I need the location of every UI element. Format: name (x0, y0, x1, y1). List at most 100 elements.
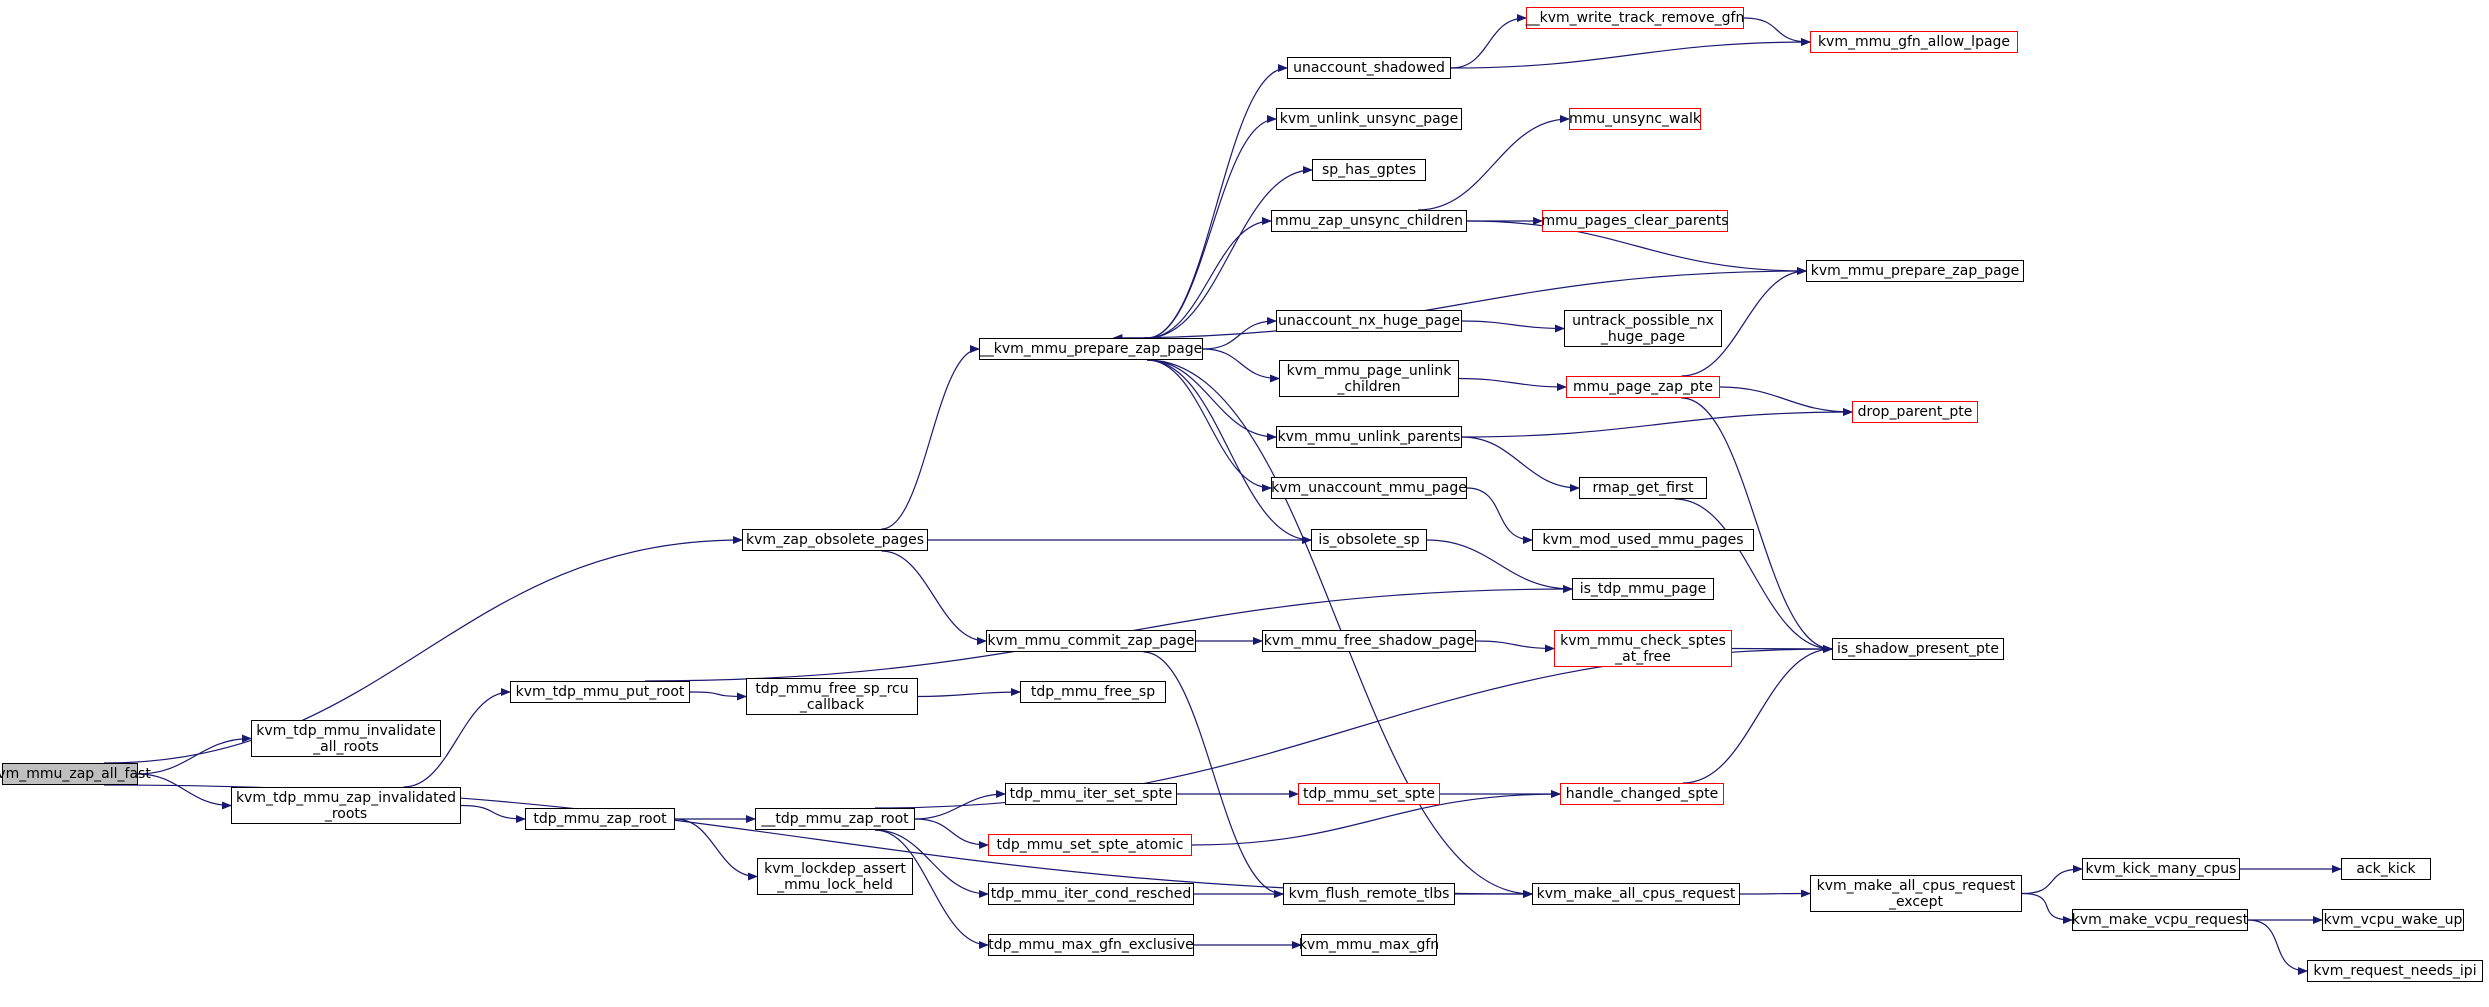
function-node-label: kvm_mmu_check_sptes _at_free (1560, 632, 1726, 665)
function-node-kvm_mmu_free_shadow_page[interactable]: kvm_mmu_free_shadow_page (1262, 630, 1476, 652)
call-edge-__kvm_mmu_prepare_zap_page-to-kvm_make_all_cpus_request (1146, 359, 1533, 898)
function-node-label: tdp_mmu_set_spte_atomic (996, 837, 1184, 853)
function-node-label: kvm_zap_obsolete_pages (745, 532, 925, 548)
function-node-label: tdp_mmu_max_gfn_exclusive (988, 937, 1194, 953)
function-node-label: kvm_tdp_mmu_zap_invalidated _roots (235, 789, 457, 822)
call-edge-mmu_zap_unsync_children-to-kvm_mmu_prepare_zap_page (1466, 220, 1807, 275)
function-node-mmu_zap_unsync_children[interactable]: mmu_zap_unsync_children (1271, 210, 1467, 232)
call-edge-__tdp_mmu_zap_root-to-tdp_mmu_iter_set_spte (914, 790, 1006, 820)
function-node-label: is_tdp_mmu_page (1579, 581, 1707, 597)
function-node-kvm_unlink_unsync_page[interactable]: kvm_unlink_unsync_page (1276, 108, 1462, 130)
call-edge-__kvm_mmu_prepare_zap_page-to-kvm_unlink_unsync_page (1146, 115, 1277, 339)
function-node-__tdp_mmu_zap_root[interactable]: __tdp_mmu_zap_root (755, 808, 915, 830)
call-edge-tdp_mmu_set_spte_atomic-to-handle_changed_spte (1191, 790, 1561, 846)
function-node-tdp_mmu_zap_root[interactable]: tdp_mmu_zap_root (525, 808, 675, 830)
function-node-label: kvm_flush_remote_tlbs (1288, 886, 1450, 902)
function-node-kvm_mmu_max_gfn[interactable]: kvm_mmu_max_gfn (1298, 934, 1440, 956)
function-node-is_shadow_present_pte[interactable]: is_shadow_present_pte (1832, 638, 2004, 660)
function-node-kvm_mmu_unlink_parents[interactable]: kvm_mmu_unlink_parents (1276, 426, 1462, 448)
function-node-kvm_mmu_gfn_allow_lpage[interactable]: kvm_mmu_gfn_allow_lpage (1810, 31, 2018, 53)
function-node-is_obsolete_sp[interactable]: is_obsolete_sp (1311, 529, 1427, 551)
function-node-label: tdp_mmu_set_spte (1302, 786, 1436, 802)
function-node-kvm_mmu_commit_zap_page[interactable]: kvm_mmu_commit_zap_page (986, 630, 1196, 652)
call-edge-is_obsolete_sp-to-is_tdp_mmu_page (1426, 539, 1573, 593)
function-node-label: kvm_mmu_page_unlink _children (1286, 362, 1452, 395)
function-node-label: kvm_make_all_cpus_request (1536, 886, 1736, 902)
function-node-kvm_lockdep_assert_mmu_lock_held[interactable]: kvm_lockdep_assert _mmu_lock_held (757, 858, 913, 895)
function-node-__kvm_write_track_remove_gfn[interactable]: __kvm_write_track_remove_gfn (1526, 7, 1744, 29)
function-node-label: tdp_mmu_zap_root (533, 811, 667, 827)
function-node-tdp_mmu_free_sp_rcu_callback[interactable]: tdp_mmu_free_sp_rcu _callback (746, 678, 918, 715)
function-node-label: mmu_zap_unsync_children (1274, 213, 1464, 229)
function-node-kvm_flush_remote_tlbs[interactable]: kvm_flush_remote_tlbs (1283, 883, 1455, 905)
call-edge-__kvm_mmu_prepare_zap_page-to-kvm_unaccount_mmu_page (1146, 359, 1272, 492)
function-node-kvm_zap_obsolete_pages[interactable]: kvm_zap_obsolete_pages (742, 529, 928, 551)
function-node-kvm_mmu_page_unlink_children[interactable]: kvm_mmu_page_unlink _children (1279, 360, 1459, 397)
call-edge-tdp_mmu_zap_root-to-kvm_lockdep_assert_mmu_lock_held (674, 818, 758, 881)
function-node-label: is_shadow_present_pte (1836, 641, 2000, 657)
function-node-kvm_kick_many_cpus[interactable]: kvm_kick_many_cpus (2082, 858, 2240, 880)
function-node-drop_parent_pte[interactable]: drop_parent_pte (1852, 401, 1978, 423)
call-edge-kvm_tdp_mmu_zap_invalidated_roots-to-kvm_tdp_mmu_put_root (403, 688, 511, 788)
function-node-label: kvm_mmu_gfn_allow_lpage (1817, 34, 2011, 50)
function-node-label: rmap_get_first (1592, 480, 1694, 496)
call-edge-__kvm_mmu_prepare_zap_page-to-is_obsolete_sp (1146, 359, 1312, 544)
function-node-handle_changed_spte[interactable]: handle_changed_spte (1560, 783, 1724, 805)
function-node-kvm_vcpu_wake_up[interactable]: kvm_vcpu_wake_up (2322, 909, 2464, 931)
call-edge-__kvm_mmu_prepare_zap_page-to-unaccount_shadowed (1146, 64, 1288, 339)
function-node-mmu_page_zap_pte[interactable]: mmu_page_zap_pte (1566, 376, 1720, 398)
call-edge-kvm_mmu_check_sptes_at_free-to-is_shadow_present_pte (1731, 644, 1833, 653)
function-node-kvm_mmu_prepare_zap_page[interactable]: kvm_mmu_prepare_zap_page (1806, 260, 2024, 282)
function-node-rmap_get_first[interactable]: rmap_get_first (1579, 477, 1707, 499)
function-node-label: __kvm_write_track_remove_gfn (1525, 10, 1745, 26)
function-node-kvm_unaccount_mmu_page[interactable]: kvm_unaccount_mmu_page (1271, 477, 1467, 499)
function-node-sp_has_gptes[interactable]: sp_has_gptes (1312, 159, 1426, 181)
function-node-tdp_mmu_iter_cond_resched[interactable]: tdp_mmu_iter_cond_resched (988, 883, 1194, 905)
function-node-kvm_tdp_mmu_put_root[interactable]: kvm_tdp_mmu_put_root (510, 681, 690, 703)
call-edge-__tdp_mmu_zap_root-to-tdp_mmu_set_spte_atomic (914, 818, 989, 849)
function-node-kvm_tdp_mmu_invalidate_all_roots[interactable]: kvm_tdp_mmu_invalidate _all_roots (251, 720, 441, 757)
function-node-mmu_unsync_walk[interactable]: mmu_unsync_walk (1569, 108, 1701, 130)
call-edge-kvm_mmu_free_shadow_page-to-kvm_mmu_check_sptes_at_free (1475, 640, 1555, 653)
call-edge-kvm_make_all_cpus_request_except-to-kvm_kick_many_cpus (2021, 865, 2083, 895)
function-node-label: kvm_mmu_commit_zap_page (987, 633, 1195, 649)
call-edge-mmu_page_zap_pte-to-kvm_mmu_prepare_zap_page (1681, 267, 1807, 377)
function-node-label: is_obsolete_sp (1318, 532, 1420, 548)
function-node-ack_kick[interactable]: ack_kick (2341, 858, 2431, 880)
function-node-is_tdp_mmu_page[interactable]: is_tdp_mmu_page (1572, 578, 1714, 600)
function-node-kvm_mod_used_mmu_pages[interactable]: kvm_mod_used_mmu_pages (1532, 529, 1754, 551)
call-edge-__kvm_mmu_prepare_zap_page-to-kvm_mmu_unlink_parents (1146, 359, 1277, 441)
function-node-label: kvm_mmu_unlink_parents (1277, 429, 1461, 445)
call-edge-mmu_page_zap_pte-to-is_shadow_present_pte (1681, 397, 1833, 653)
call-edge-unaccount_shadowed-to-kvm_mmu_gfn_allow_lpage (1450, 38, 1811, 69)
function-node-tdp_mmu_max_gfn_exclusive[interactable]: tdp_mmu_max_gfn_exclusive (988, 934, 1194, 956)
call-edge-unaccount_shadowed-to-__kvm_write_track_remove_gfn (1450, 14, 1527, 69)
function-node-tdp_mmu_set_spte_atomic[interactable]: tdp_mmu_set_spte_atomic (988, 834, 1192, 856)
function-node-kvm_mmu_zap_all_fast[interactable]: kvm_mmu_zap_all_fast (0, 763, 151, 785)
function-node-tdp_mmu_set_spte[interactable]: tdp_mmu_set_spte (1298, 783, 1440, 805)
function-node-kvm_tdp_mmu_zap_invalidated_roots[interactable]: kvm_tdp_mmu_zap_invalidated _roots (231, 787, 461, 824)
function-node-mmu_pages_clear_parents[interactable]: mmu_pages_clear_parents (1541, 210, 1729, 232)
call-edge-kvm_make_vcpu_request-to-kvm_request_needs_ipi (2247, 919, 2308, 975)
function-node-kvm_make_all_cpus_request[interactable]: kvm_make_all_cpus_request (1532, 883, 1740, 905)
function-node-label: tdp_mmu_iter_set_spte (1009, 786, 1173, 802)
function-node-label: __kvm_mmu_prepare_zap_page (979, 341, 1203, 357)
function-node-kvm_mmu_check_sptes_at_free[interactable]: kvm_mmu_check_sptes _at_free (1554, 630, 1732, 667)
call-edge-kvm_mmu_commit_zap_page-to-kvm_flush_remote_tlbs (1143, 651, 1284, 898)
function-node-label: kvm_unaccount_mmu_page (1271, 480, 1467, 496)
function-node-__kvm_mmu_prepare_zap_page[interactable]: __kvm_mmu_prepare_zap_page (979, 338, 1203, 360)
call-edge-tdp_mmu_free_sp_rcu_callback-to-tdp_mmu_free_sp (917, 688, 1021, 698)
function-node-untrack_possible_nx_huge_page[interactable]: untrack_possible_nx _huge_page (1564, 310, 1722, 347)
function-node-kvm_request_needs_ipi[interactable]: kvm_request_needs_ipi (2307, 960, 2483, 982)
function-node-label: drop_parent_pte (1857, 404, 1973, 420)
function-node-label: kvm_mmu_max_gfn (1298, 937, 1440, 953)
function-node-unaccount_nx_huge_page[interactable]: unaccount_nx_huge_page (1276, 310, 1462, 332)
function-node-tdp_mmu_free_sp[interactable]: tdp_mmu_free_sp (1020, 681, 1166, 703)
function-node-kvm_make_all_cpus_request_except[interactable]: kvm_make_all_cpus_request _except (1810, 875, 2022, 912)
function-node-unaccount_shadowed[interactable]: unaccount_shadowed (1287, 57, 1451, 79)
function-node-label: kvm_lockdep_assert _mmu_lock_held (764, 860, 906, 893)
call-edge-kvm_make_all_cpus_request-to-kvm_make_all_cpus_request_except (1739, 889, 1811, 898)
function-node-kvm_make_vcpu_request[interactable]: kvm_make_vcpu_request (2072, 909, 2248, 931)
function-node-label: kvm_mmu_zap_all_fast (0, 766, 151, 782)
function-node-tdp_mmu_iter_set_spte[interactable]: tdp_mmu_iter_set_spte (1005, 783, 1177, 805)
